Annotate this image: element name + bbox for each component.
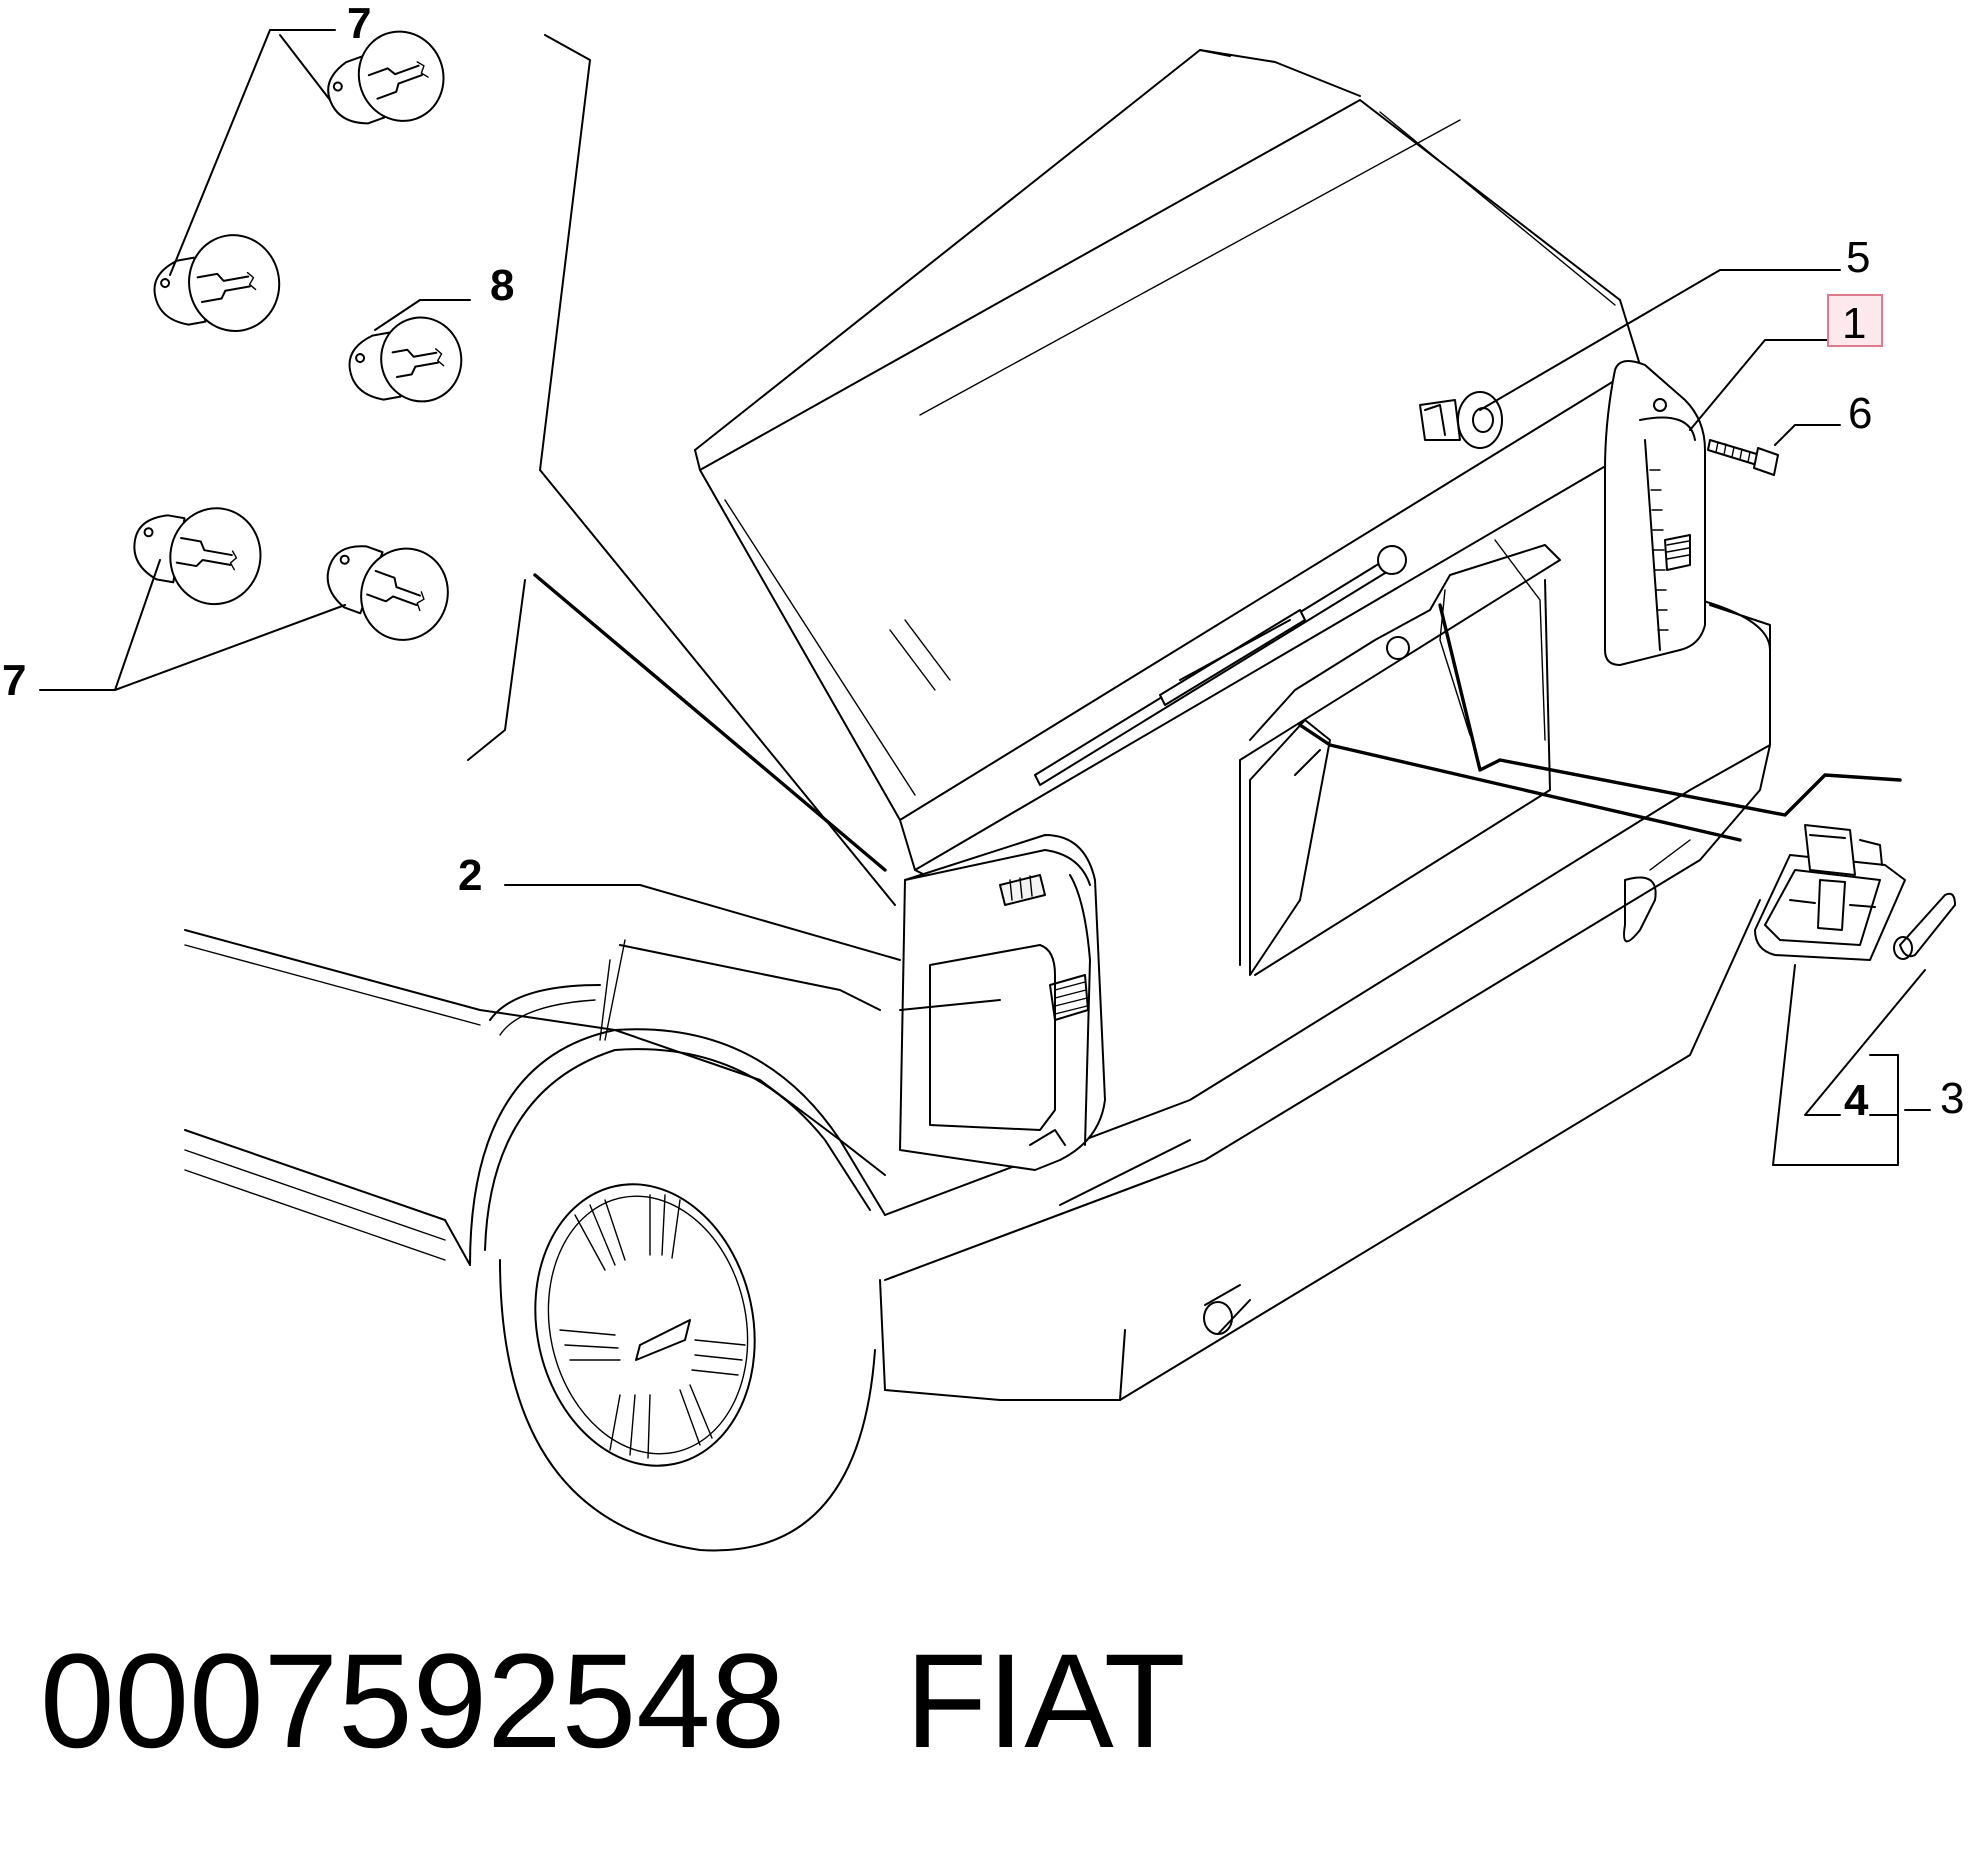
wiper-drawing <box>1034 545 1410 786</box>
clip-drawing <box>1419 391 1503 449</box>
screw-drawing <box>1707 439 1779 476</box>
brand-name: FIAT <box>905 1627 1186 1776</box>
callout-2: 2 <box>458 851 482 900</box>
callout-7-top: 7 <box>347 0 371 48</box>
bulb-top <box>327 30 445 125</box>
car-body-drawing <box>184 49 1771 1552</box>
callout-1: 1 <box>1842 299 1866 348</box>
bulb-lower-left <box>133 507 262 606</box>
plate-lamp-drawing <box>1754 824 1906 961</box>
callout-8: 8 <box>490 261 514 310</box>
callout-labels: 7 8 7 5 1 6 2 4 3 <box>2 0 1964 1125</box>
part-number: 0007592548 <box>40 1627 786 1776</box>
callout-4: 4 <box>1844 1076 1869 1125</box>
bulb-8 <box>348 316 463 403</box>
callout-7-left: 7 <box>2 656 26 705</box>
callout-1-highlight <box>1827 294 1883 347</box>
callout-6: 6 <box>1848 389 1872 438</box>
bulb-mid-left <box>153 234 281 332</box>
leader-lines <box>39 29 1931 1166</box>
callout-5: 5 <box>1846 233 1870 282</box>
part-caption: 0007592548 FIAT <box>40 1632 1186 1772</box>
festoon-bulb-drawing <box>1893 892 1956 960</box>
callout-3: 3 <box>1940 1074 1964 1123</box>
bulb-set-drawing <box>133 30 463 641</box>
right-tail-light-drawing <box>1604 360 1706 666</box>
bulb-lower-right <box>326 545 449 641</box>
left-tail-light-drawing <box>899 834 1106 1171</box>
